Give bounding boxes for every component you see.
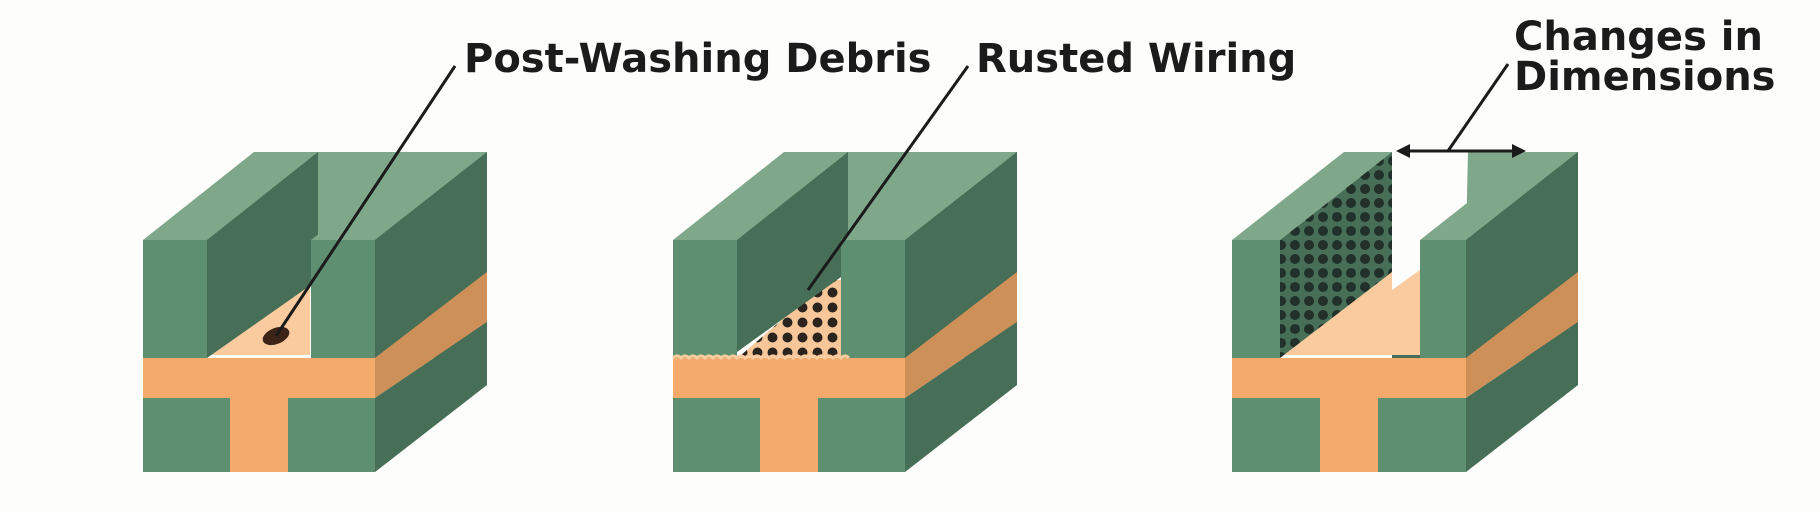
rust-label: Rusted Wiring <box>976 36 1296 82</box>
dimensions-label-line1: Changes in <box>1514 14 1763 60</box>
channel-floor <box>1280 270 1420 355</box>
dimensions-label-line2: Dimensions <box>1514 54 1775 100</box>
base <box>143 272 487 472</box>
left-pillar <box>143 152 318 358</box>
block-changes-in-dimensions <box>1232 144 1578 472</box>
right-pillar <box>841 152 1017 358</box>
base <box>1232 272 1578 472</box>
rusted-floor <box>740 280 842 356</box>
dimensions-leader-line <box>1446 63 1510 152</box>
widened-gap <box>1392 152 1468 290</box>
block-post-washing-debris <box>143 152 487 472</box>
corroded-wall <box>1280 152 1392 358</box>
left-pillar <box>673 152 848 358</box>
dimension-arrow <box>1396 144 1526 158</box>
block-rusted-wiring <box>671 152 1017 472</box>
base <box>673 272 1017 472</box>
left-pillar <box>1232 152 1392 358</box>
right-pillar <box>1420 152 1578 358</box>
debris-leader-line <box>274 65 457 337</box>
debris-label: Post-Washing Debris <box>464 36 931 82</box>
rust-leader-line <box>806 65 970 291</box>
corroded-edge <box>671 354 851 361</box>
